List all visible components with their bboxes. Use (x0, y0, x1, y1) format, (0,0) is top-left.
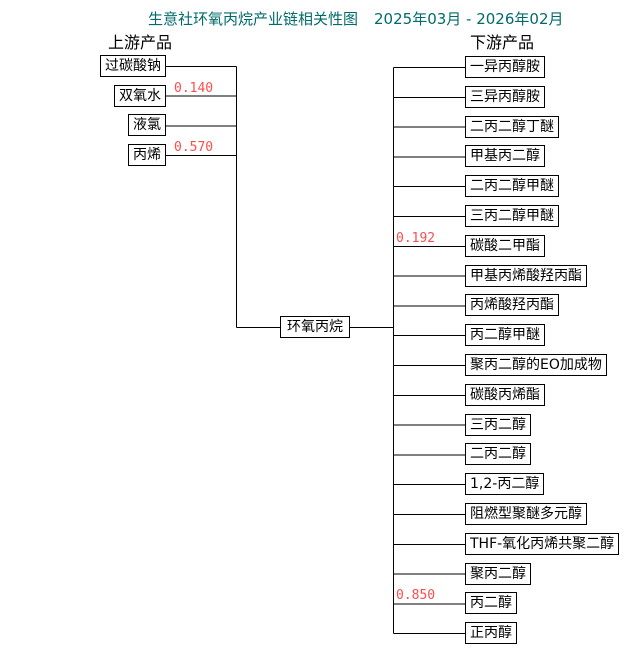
upstream-node[interactable]: 过碳酸钠 (100, 55, 166, 77)
downstream-node[interactable]: 丙二醇甲醚 (465, 324, 545, 346)
diagram-title: 生意社环氧丙烷产业链相关性图 2025年03月 - 2026年02月 (148, 8, 564, 29)
downstream-node[interactable]: 二丙二醇丁醚 (465, 116, 559, 138)
downstream-header: 下游产品 (470, 33, 535, 52)
upstream-node[interactable]: 液氯 (128, 114, 166, 136)
center-node-propylene-oxide[interactable]: 环氧丙烷 (280, 316, 350, 338)
downstream-node[interactable]: THF-氧化丙烯共聚二醇 (465, 533, 620, 555)
diagram-title-range: 2025年03月 - 2026年02月 (374, 10, 564, 28)
upstream-header: 上游产品 (108, 33, 173, 52)
upstream-node[interactable]: 双氧水 (114, 85, 166, 107)
downstream-node[interactable]: 正丙醇 (465, 622, 517, 644)
downstream-node[interactable]: 碳酸丙烯酯 (465, 384, 545, 406)
downstream-node[interactable]: 二丙二醇甲醚 (465, 175, 559, 197)
downstream-node[interactable]: 碳酸二甲酯 (465, 235, 545, 257)
upstream-node[interactable]: 丙烯 (128, 144, 166, 166)
correlation-value: 0.192 (396, 231, 436, 246)
correlation-value: 0.140 (174, 81, 214, 96)
downstream-node[interactable]: 丙烯酸羟丙酯 (465, 294, 559, 316)
downstream-node[interactable]: 聚丙二醇 (465, 563, 531, 585)
downstream-node[interactable]: 聚丙二醇的EO加成物 (465, 354, 607, 376)
downstream-node[interactable]: 丙二醇 (465, 592, 517, 614)
downstream-node[interactable]: 1,2-丙二醇 (465, 473, 545, 495)
downstream-node[interactable]: 甲基丙烯酸羟丙酯 (465, 265, 587, 287)
downstream-node[interactable]: 甲基丙二醇 (465, 145, 545, 167)
correlation-value: 0.570 (174, 140, 214, 155)
downstream-node[interactable]: 阻燃型聚醚多元醇 (465, 503, 587, 525)
downstream-node[interactable]: 三异丙醇胺 (465, 86, 545, 108)
downstream-node[interactable]: 一异丙醇胺 (465, 56, 545, 78)
downstream-node[interactable]: 三丙二醇 (465, 414, 531, 436)
downstream-node[interactable]: 三丙二醇甲醚 (465, 205, 559, 227)
diagram-title-main: 生意社环氧丙烷产业链相关性图 (148, 10, 359, 28)
correlation-value: 0.850 (396, 588, 436, 603)
downstream-node[interactable]: 二丙二醇 (465, 443, 531, 465)
